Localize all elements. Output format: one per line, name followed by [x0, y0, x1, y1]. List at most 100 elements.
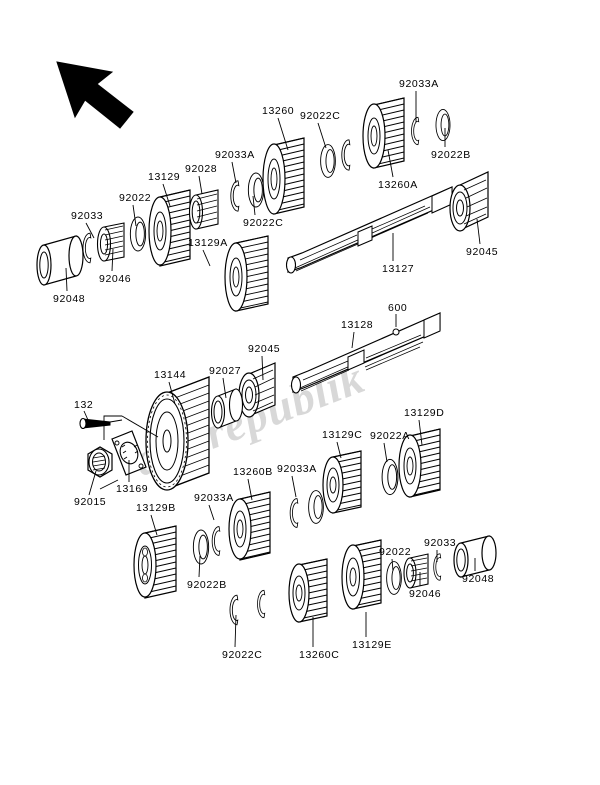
part-number-label-13260b: 13260B — [233, 466, 273, 478]
part-number-label-132: 132 — [74, 399, 94, 411]
part-number-label-13129: 13129 — [148, 171, 181, 183]
leader-line-13129c — [336, 441, 342, 459]
leader-line-13129a — [202, 249, 211, 267]
leader-line-13144 — [168, 381, 176, 405]
part-number-label-13260: 13260 — [262, 105, 295, 117]
leader-line-92022a — [383, 442, 388, 463]
part-92022-washer — [129, 216, 147, 252]
leader-line-13260a — [387, 149, 394, 178]
part-number-label-13129d: 13129D — [404, 407, 445, 419]
leader-line-92022c — [252, 195, 256, 216]
leader-line-13128 — [351, 331, 355, 349]
part-number-label-13129b: 13129B — [136, 502, 176, 514]
part-number-label-92033a: 92033A — [215, 149, 255, 161]
part-number-label-92022c: 92022C — [300, 110, 341, 122]
part-92033a-circlip-upper-right — [411, 116, 420, 146]
part-13128-shaft — [290, 312, 441, 394]
part-92033a-circlip-upper-mid — [341, 139, 351, 171]
part-92022b-washer-lower — [192, 529, 210, 565]
part-92045-bearing-upper — [449, 171, 489, 232]
part-number-label-92022c: 92022C — [243, 217, 284, 229]
output-shaft-assembly — [79, 312, 441, 491]
part-13129e-gear — [341, 539, 382, 610]
leader-line-92028 — [198, 175, 203, 195]
part-number-label-13127: 13127 — [382, 263, 415, 275]
part-92033a-circlip-lower-left — [211, 526, 221, 556]
leader-line-92033 — [85, 222, 95, 239]
part-number-label-13128: 13128 — [341, 319, 374, 331]
part-92048-bushing-right — [453, 535, 497, 578]
part-number-label-600: 600 — [388, 302, 408, 314]
part-92022c-washer-upper-left — [247, 172, 265, 208]
leader-line-92033a — [231, 161, 237, 184]
leader-line-92022b — [198, 555, 201, 578]
part-number-label-92045: 92045 — [466, 246, 499, 258]
part-92048-bushing — [36, 235, 84, 286]
leader-line-92022c — [234, 614, 237, 648]
lower-gear-cluster — [133, 428, 497, 626]
leader-line-92045 — [261, 355, 264, 381]
part-number-label-92033a: 92033A — [277, 463, 317, 475]
top-shaft-assembly — [36, 97, 489, 312]
part-132-bolt — [79, 417, 123, 430]
part-number-label-13169: 13169 — [116, 483, 149, 495]
leader-line-132 — [83, 410, 89, 421]
leader-line-13260b — [247, 478, 253, 501]
leader-line-92033a — [291, 475, 297, 498]
part-92022a-washer — [381, 458, 399, 496]
part-number-label-92022c: 92022C — [222, 649, 263, 661]
leader-line-92045 — [476, 218, 481, 245]
part-number-label-92022: 92022 — [119, 192, 152, 204]
part-92033-circlip — [82, 232, 92, 264]
part-13129b-gear — [133, 525, 177, 599]
part-number-label-13129c: 13129C — [322, 429, 363, 441]
part-number-label-92028: 92028 — [185, 163, 218, 175]
part-number-label-13129a: 13129A — [188, 237, 228, 249]
leader-line-92046 — [111, 248, 114, 272]
part-number-label-13260c: 13260C — [299, 649, 340, 661]
part-number-label-13144: 13144 — [154, 369, 187, 381]
part-number-label-92022b: 92022B — [187, 579, 227, 591]
part-92022-washer-lower-right — [386, 561, 402, 595]
leader-line-13129d — [418, 419, 423, 446]
part-number-label-92033a: 92033A — [194, 492, 234, 504]
part-number-label-92048: 92048 — [462, 573, 495, 585]
part-13129a-gear — [224, 235, 269, 312]
part-92033a-circlip-lower-mid — [289, 498, 299, 528]
part-number-label-92046: 92046 — [409, 588, 442, 600]
part-92022b-washer-upper-right — [435, 108, 451, 142]
part-number-label-92045: 92045 — [248, 343, 281, 355]
part-number-label-92033: 92033 — [424, 537, 457, 549]
part-number-label-92027: 92027 — [209, 365, 242, 377]
leader-line-92033a — [208, 504, 215, 521]
part-92033a-circlip-bottom — [257, 589, 266, 619]
leader-lines — [65, 91, 481, 648]
part-number-label-92022b: 92022B — [431, 149, 471, 161]
part-92022c-washer-upper-mid — [320, 144, 336, 178]
leader-line-13129b — [150, 514, 158, 536]
part-92045-bearing-lower — [238, 362, 276, 418]
part-92046-needle-bearing — [96, 222, 125, 262]
leader-line-13260 — [277, 117, 289, 151]
part-13260a-gear — [362, 97, 405, 169]
part-number-label-92033a: 92033A — [399, 78, 439, 90]
part-13260b-gear — [228, 491, 271, 561]
part-92022c-washer-lower-mid — [308, 490, 324, 524]
leader-line-92022 — [391, 558, 394, 572]
part-92046-needle-bearing-right — [403, 553, 429, 589]
part-number-label-92048: 92048 — [53, 293, 86, 305]
part-13127-shaft — [285, 186, 453, 274]
part-number-label-92022a: 92022A — [370, 430, 410, 442]
part-number-label-13260a: 13260A — [378, 179, 418, 191]
part-13129-gear — [148, 189, 191, 267]
part-number-label-13129e: 13129E — [352, 639, 392, 651]
part-92022c-washer-bottom — [229, 594, 239, 626]
leader-line-13129 — [162, 183, 171, 207]
part-92027-collar — [210, 388, 244, 429]
part-number-label-92033: 92033 — [71, 210, 104, 222]
part-13260c-gear — [288, 558, 328, 623]
front-direction-arrow — [56, 61, 134, 129]
part-13169-plate — [111, 430, 147, 476]
part-number-label-92015: 92015 — [74, 496, 107, 508]
